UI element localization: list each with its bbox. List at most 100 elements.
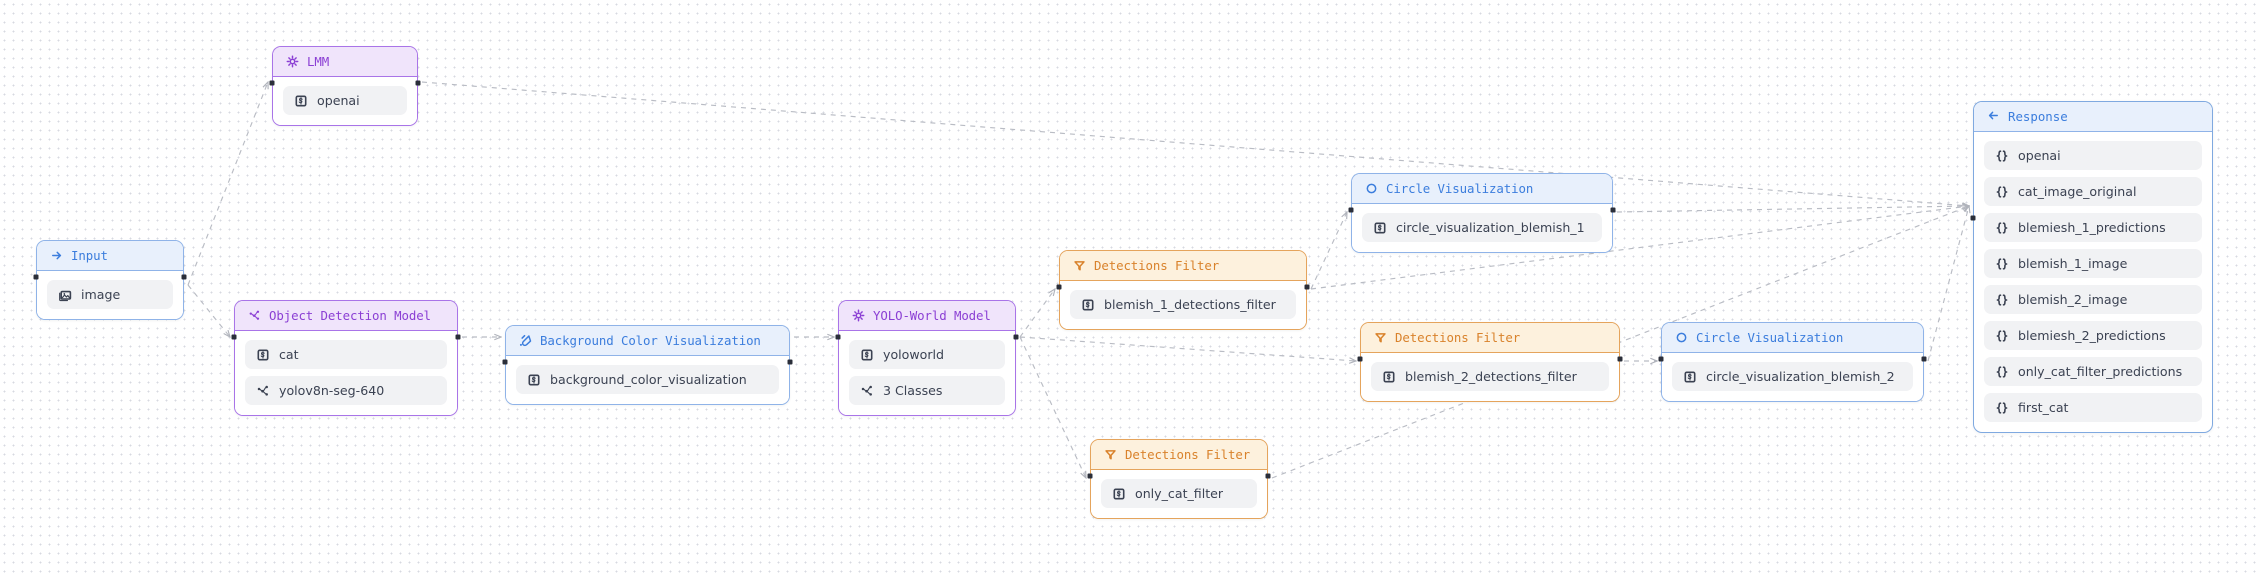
node-body-circle-visualization-blemish-1: circle_visualization_blemish_1 <box>1352 204 1612 252</box>
dollar-box-icon <box>1112 487 1126 501</box>
model-graph-icon <box>248 309 261 322</box>
node-lmm[interactable]: LMM openai <box>272 46 418 126</box>
response-row[interactable]: blemish_1_image <box>1984 249 2202 278</box>
node-circle-visualization-blemish-1[interactable]: Circle Visualization circle_visualization… <box>1351 173 1613 253</box>
output-port-circle-visualization-blemish-1[interactable] <box>1610 207 1616 213</box>
input-port-detections-filter-only-cat[interactable] <box>1087 473 1093 479</box>
response-row[interactable]: cat_image_original <box>1984 177 2202 206</box>
input-port-detections-filter-blemish-1[interactable] <box>1056 284 1062 290</box>
response-row[interactable]: blemish_2_image <box>1984 285 2202 314</box>
output-port-object-detection-model[interactable] <box>455 334 461 340</box>
model-graph-icon <box>860 384 874 398</box>
node-input[interactable]: Input image <box>36 240 184 320</box>
response-row[interactable]: first_cat <box>1984 393 2202 422</box>
response-panel-title: Response <box>2008 109 2068 124</box>
row-label: 3 Classes <box>883 383 943 398</box>
input-port-background-color-visualization[interactable] <box>502 359 508 365</box>
output-port-input[interactable] <box>181 274 187 280</box>
funnel-icon <box>1374 331 1387 344</box>
node-row-object-detection-model[interactable]: yolov8n-seg-640 <box>245 376 447 405</box>
dollar-box-icon <box>527 373 541 387</box>
dollar-box-icon <box>1081 298 1095 312</box>
output-port-yolo-world-model[interactable] <box>1013 334 1019 340</box>
node-body-detections-filter-only-cat: only_cat_filter <box>1091 470 1267 518</box>
node-header-lmm: LMM <box>273 47 417 77</box>
node-header-object-detection-model: Object Detection Model <box>235 301 457 331</box>
node-row-lmm[interactable]: openai <box>283 86 407 115</box>
input-port-circle-visualization-blemish-2[interactable] <box>1658 356 1664 362</box>
node-row-input[interactable]: image <box>47 280 173 309</box>
row-label: only_cat_filter_predictions <box>2018 364 2183 379</box>
dollar-box-icon <box>256 348 270 362</box>
node-header-input: Input <box>37 241 183 271</box>
node-background-color-visualization[interactable]: Background Color Visualization background… <box>505 325 790 405</box>
node-row-detections-filter-only-cat[interactable]: only_cat_filter <box>1101 479 1257 508</box>
row-label: blemish_1_detections_filter <box>1104 297 1276 312</box>
response-row[interactable]: openai <box>1984 141 2202 170</box>
node-title: Background Color Visualization <box>540 333 761 348</box>
row-label: circle_visualization_blemish_2 <box>1706 369 1895 384</box>
output-port-detections-filter-only-cat[interactable] <box>1265 473 1271 479</box>
braces-icon <box>1995 293 2009 307</box>
gear-icon <box>286 55 299 68</box>
output-port-lmm[interactable] <box>415 80 421 86</box>
input-port-yolo-world-model[interactable] <box>835 334 841 340</box>
row-label: openai <box>317 93 360 108</box>
node-row-circle-visualization-blemish-1[interactable]: circle_visualization_blemish_1 <box>1362 213 1602 242</box>
node-title: Detections Filter <box>1395 330 1521 345</box>
row-label: cat <box>279 347 299 362</box>
output-port-background-color-visualization[interactable] <box>787 359 793 365</box>
node-detections-filter-blemish-1[interactable]: Detections Filter blemish_1_detections_fi… <box>1059 250 1307 330</box>
response-row[interactable]: only_cat_filter_predictions <box>1984 357 2202 386</box>
response-row[interactable]: blemiesh_2_predictions <box>1984 321 2202 350</box>
input-port-circle-visualization-blemish-1[interactable] <box>1348 207 1354 213</box>
input-port-object-detection-model[interactable] <box>231 334 237 340</box>
row-label: first_cat <box>2018 400 2069 415</box>
node-row-detections-filter-blemish-2[interactable]: blemish_2_detections_filter <box>1371 362 1609 391</box>
node-detections-filter-blemish-2[interactable]: Detections Filter blemish_2_detections_fi… <box>1360 322 1620 402</box>
row-label: background_color_visualization <box>550 372 747 387</box>
input-port-input[interactable] <box>33 274 39 280</box>
output-port-circle-visualization-blemish-2[interactable] <box>1921 356 1927 362</box>
node-row-yolo-world-model[interactable]: yoloworld <box>849 340 1005 369</box>
input-port-detections-filter-blemish-2[interactable] <box>1357 356 1363 362</box>
output-port-detections-filter-blemish-1[interactable] <box>1304 284 1310 290</box>
row-label: blemiesh_2_predictions <box>2018 328 2166 343</box>
node-body-yolo-world-model: yoloworld 3 Classes <box>839 331 1015 415</box>
node-body-lmm: openai <box>273 77 417 125</box>
row-label: openai <box>2018 148 2061 163</box>
gear-icon <box>852 309 865 322</box>
node-header-circle-visualization-blemish-2: Circle Visualization <box>1662 323 1923 353</box>
input-port-lmm[interactable] <box>269 80 275 86</box>
node-row-yolo-world-model[interactable]: 3 Classes <box>849 376 1005 405</box>
node-object-detection-model[interactable]: Object Detection Model cat yolov8n-seg-640 <box>234 300 458 416</box>
circle-outline-icon <box>1675 331 1688 344</box>
node-body-background-color-visualization: background_color_visualization <box>506 356 789 404</box>
node-circle-visualization-blemish-2[interactable]: Circle Visualization circle_visualization… <box>1661 322 1924 402</box>
node-title: Circle Visualization <box>1386 181 1534 196</box>
row-label: cat_image_original <box>2018 184 2137 199</box>
dollar-box-icon <box>1382 370 1396 384</box>
node-header-detections-filter-blemish-1: Detections Filter <box>1060 251 1306 281</box>
node-row-object-detection-model[interactable]: cat <box>245 340 447 369</box>
output-port-detections-filter-blemish-2[interactable] <box>1617 356 1623 362</box>
node-row-background-color-visualization[interactable]: background_color_visualization <box>516 365 779 394</box>
node-title: Object Detection Model <box>269 308 431 323</box>
row-label: blemish_1_image <box>2018 256 2128 271</box>
node-header-yolo-world-model: YOLO-World Model <box>839 301 1015 331</box>
node-row-circle-visualization-blemish-2[interactable]: circle_visualization_blemish_2 <box>1672 362 1913 391</box>
braces-icon <box>1995 257 2009 271</box>
input-port-response[interactable] <box>1970 215 1976 221</box>
braces-icon <box>1995 329 2009 343</box>
node-body-object-detection-model: cat yolov8n-seg-640 <box>235 331 457 415</box>
row-label: image <box>81 287 121 302</box>
node-row-detections-filter-blemish-1[interactable]: blemish_1_detections_filter <box>1070 290 1296 319</box>
row-label: yolov8n-seg-640 <box>279 383 385 398</box>
response-row[interactable]: blemiesh_1_predictions <box>1984 213 2202 242</box>
braces-icon <box>1995 185 2009 199</box>
node-header-circle-visualization-blemish-1: Circle Visualization <box>1352 174 1612 204</box>
node-yolo-world-model[interactable]: YOLO-World Model yoloworld 3 Classes <box>838 300 1016 416</box>
